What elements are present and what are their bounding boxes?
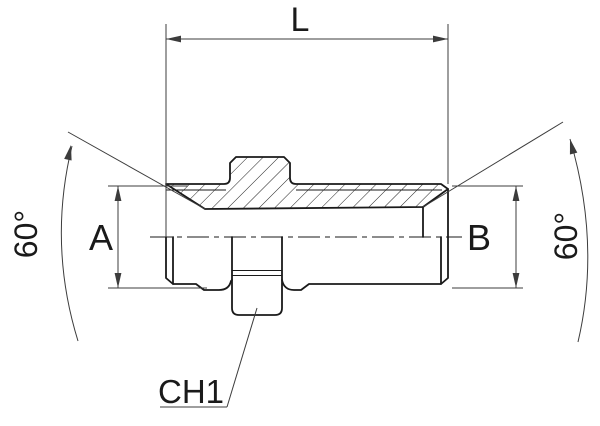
section-hatched-wall: [165, 156, 449, 210]
arrowhead-up: [114, 186, 122, 201]
angle-right-label: 60°: [548, 212, 584, 260]
hex-leader: CH1: [158, 307, 258, 410]
cone-extension-line: [422, 121, 564, 208]
dimension-B: B: [452, 185, 523, 289]
angle-left-label: 60°: [8, 210, 44, 258]
hex-size-label: CH1: [158, 373, 224, 410]
dimension-A: A: [89, 185, 207, 289]
dim-A-label: A: [89, 217, 113, 258]
dimension-L: L: [165, 1, 449, 237]
arc-arrowhead: [64, 145, 72, 161]
dim-L-label: L: [291, 1, 310, 39]
angle-annotation-left: 60°: [8, 131, 206, 342]
arrowhead-down: [512, 273, 520, 288]
leader-line: [226, 307, 258, 408]
angle-arc: [569, 138, 589, 343]
arc-arrowhead: [569, 139, 578, 155]
arrowhead-up: [512, 186, 520, 201]
arrowhead-left: [166, 35, 181, 43]
cone-extension-line: [67, 131, 206, 210]
angle-arc: [60, 145, 79, 342]
right-thread-end: [281, 236, 449, 291]
left-thread-end: [165, 236, 233, 291]
arrowhead-right: [433, 35, 448, 43]
arrowhead-down: [114, 273, 122, 288]
dim-B-label: B: [467, 217, 491, 258]
hex-silhouette: [231, 236, 283, 316]
angle-annotation-right: 60°: [422, 121, 589, 343]
part-section-upper: [165, 156, 449, 238]
part-view-lower: [165, 236, 449, 316]
